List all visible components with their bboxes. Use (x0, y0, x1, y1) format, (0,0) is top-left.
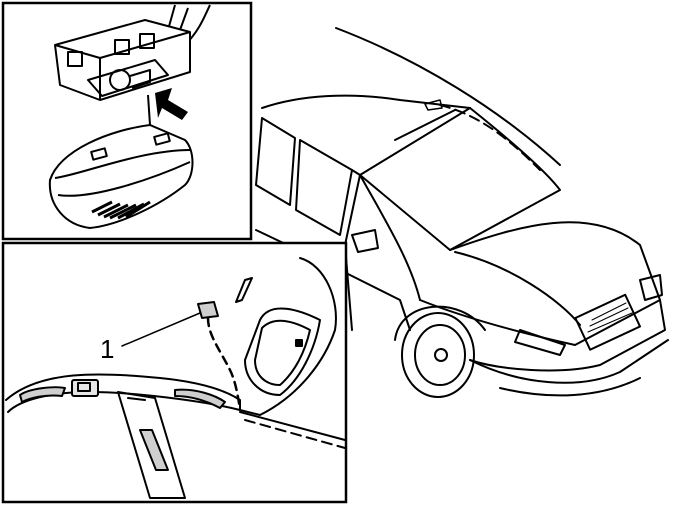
car-sunroof-edge (394, 109, 456, 141)
callout-label-1: 1 (100, 334, 114, 364)
module-component (197, 301, 219, 319)
lamp-lens-tab-2 (153, 132, 171, 146)
car-mirror (351, 229, 379, 253)
car-wheel-rim (414, 324, 466, 386)
roof-trim (5, 373, 241, 413)
lamp-bulb (109, 69, 131, 91)
rear-grab-slot (235, 277, 253, 303)
car-headlight-right (639, 274, 663, 301)
seatbelt-slot (139, 429, 169, 471)
car-hood-crease (454, 251, 581, 326)
lamp-guide-line (147, 94, 151, 126)
lamp-lens-tab-1 (90, 147, 108, 161)
window-latch (295, 339, 303, 347)
car-roof-wiring (439, 104, 541, 171)
car-hood-left (359, 174, 421, 301)
inset-frame-bottom (1, 241, 348, 504)
car-wheel-arch (394, 305, 486, 341)
lamp-holder-clip-2 (114, 39, 130, 55)
grab-handle-left (19, 386, 66, 403)
car-grille-bars (587, 302, 633, 333)
car-interior-lamp-mark (424, 99, 443, 111)
lamp-holder-clip-1 (67, 51, 83, 67)
rear-quarter-window-inner (254, 319, 311, 386)
lamp-lens-rim (57, 161, 191, 197)
car-headlight-left (514, 329, 566, 356)
car-side-window-rear (255, 117, 296, 206)
car-grille (574, 293, 641, 351)
car-illustration (255, 27, 669, 398)
car-side-window-front (295, 139, 353, 236)
lamp-wire-2 (179, 7, 189, 31)
car-bumper-lower (499, 377, 641, 397)
car-roof-line (335, 27, 561, 166)
callout-leader-1 (121, 312, 201, 347)
lamp-lens-slots (91, 200, 151, 220)
rear-quarter-window (244, 307, 321, 396)
car-rear-roof (261, 94, 471, 109)
lamp-bulb-socket (129, 69, 151, 89)
lamp-holder-clip-3 (139, 33, 155, 49)
car-wheel (401, 312, 475, 398)
dashed-wiring-path (206, 316, 242, 412)
car-hood (449, 221, 661, 301)
car-bumper (469, 339, 669, 384)
arrow-icon (155, 88, 188, 120)
car-windshield (359, 107, 561, 251)
door-sill-dashed (244, 419, 346, 449)
b-pillar-inner (127, 397, 146, 401)
grab-handle-right (174, 388, 226, 409)
interior-lamp-lens (77, 382, 91, 392)
door-sill-line (239, 411, 346, 441)
lamp-lens-top (54, 149, 191, 179)
inset-lamp-disassembly (1, 1, 253, 241)
car-wheel-hub (434, 348, 448, 362)
c-pillar (239, 257, 337, 416)
inset-interior-location: 1 (1, 241, 348, 504)
lamp-bulb-opening (87, 59, 169, 97)
b-pillar (117, 391, 186, 499)
lamp-lens-housing (48, 124, 194, 229)
